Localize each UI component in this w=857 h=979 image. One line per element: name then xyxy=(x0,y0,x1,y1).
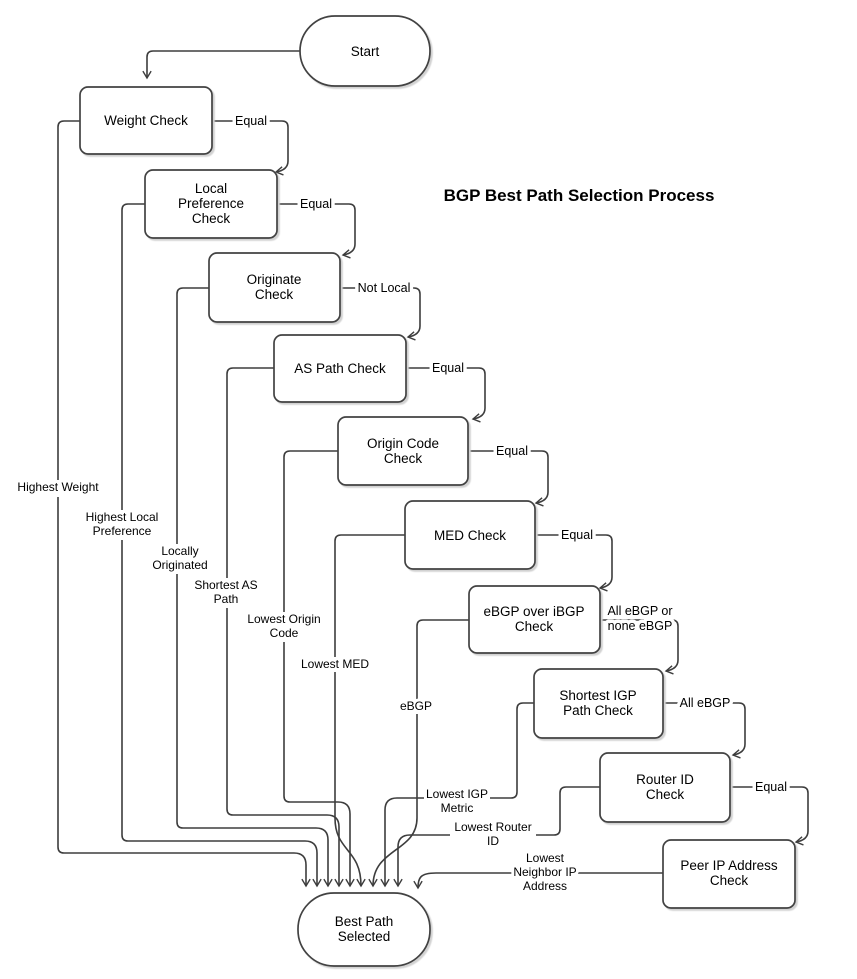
node-label-local-preference-check: Preference xyxy=(178,196,244,211)
winner-label-lowest-neighbor-ip: Address xyxy=(523,879,567,893)
node-label-router-id-check: Check xyxy=(646,787,685,802)
winner-label-lowest-med: Lowest MED xyxy=(301,657,369,671)
winner-label-lowest-neighbor-ip: Lowest xyxy=(526,851,565,865)
node-label-originate-check: Check xyxy=(255,287,294,302)
node-label-best-path-selected: Best Path xyxy=(335,914,394,929)
label-bg xyxy=(16,480,100,497)
edge-label-shortest-igp-all-ebgp: All eBGP xyxy=(680,696,731,710)
winner-label-highest-local-preference: Preference xyxy=(93,524,152,538)
edge-weight-to-best-path xyxy=(57,120,311,888)
node-label-router-id-check: Router ID xyxy=(636,772,694,787)
node-origin-code-check xyxy=(337,416,469,486)
node-med-check xyxy=(404,500,536,570)
node-weight-check xyxy=(79,86,213,155)
node-label-ebgp-over-ibgp-check: Check xyxy=(515,619,554,634)
node-label-start: Start xyxy=(351,44,380,59)
edge-label-as-path-equal: Equal xyxy=(432,361,464,375)
edge-as-path-to-best-path xyxy=(226,367,344,888)
node-label-shortest-igp-path-check: Shortest IGP xyxy=(559,688,636,703)
edge-label-originate-not-local: Not Local xyxy=(358,281,411,295)
node-as-path-check xyxy=(273,334,407,403)
node-label-originate-check: Originate xyxy=(247,272,302,287)
diagram-title: BGP Best Path Selection Process xyxy=(444,186,715,205)
edge-med-to-ebgp-over-ibgp xyxy=(535,534,613,592)
edge-label-all-ebgp-or-none: All eBGP or xyxy=(607,604,672,618)
edge-originate-to-as-path xyxy=(340,287,421,341)
edge-origin-code-to-med xyxy=(468,450,549,507)
label-bg xyxy=(512,851,578,895)
node-label-origin-code-check: Origin Code xyxy=(367,436,439,451)
node-start xyxy=(299,15,431,87)
edge-start-to-weight xyxy=(142,50,300,80)
edge-med-to-best-path xyxy=(334,534,405,888)
node-router-id-check xyxy=(599,752,731,823)
winner-label-lowest-origin-code: Lowest Origin xyxy=(247,612,320,626)
label-bg xyxy=(244,612,324,642)
winner-label-highest-weight: Highest Weight xyxy=(17,480,99,494)
node-label-peer-ip-address-check: Check xyxy=(710,873,749,888)
edge-label-weight-equal: Equal xyxy=(235,114,267,128)
edge-label-origin-code-equal: Equal xyxy=(496,444,528,458)
node-label-med-check: MED Check xyxy=(434,528,506,543)
edge-origin-code-to-best-path xyxy=(283,450,355,888)
edge-local-preference-to-originate xyxy=(277,203,356,259)
node-originate-check xyxy=(208,252,341,323)
winner-label-shortest-as-path: Path xyxy=(214,592,239,606)
edge-weight-to-local-preference xyxy=(212,120,289,176)
label-bg xyxy=(84,510,160,540)
node-best-path-selected xyxy=(297,892,431,967)
node-label-as-path-check: AS Path Check xyxy=(294,361,386,376)
node-label-shortest-igp-path-check: Path Check xyxy=(563,703,633,718)
node-label-local-preference-check: Local xyxy=(195,181,227,196)
node-label-local-preference-check: Check xyxy=(192,211,231,226)
label-bg xyxy=(399,699,433,714)
node-shortest-igp-path-check xyxy=(533,668,664,739)
node-label-ebgp-over-ibgp-check: eBGP over iBGP xyxy=(483,604,584,619)
edge-originate-to-best-path xyxy=(176,287,333,888)
edge-local-preference-to-best-path xyxy=(121,203,322,888)
winner-label-lowest-igp-metric: Lowest IGP xyxy=(426,787,488,801)
winner-label-lowest-igp-metric: Metric xyxy=(441,801,474,815)
winner-label-lowest-router-id: Lowest Router xyxy=(454,820,531,834)
winner-label-lowest-neighbor-ip: Neighbor IP xyxy=(513,865,576,879)
label-bg xyxy=(300,657,370,672)
edge-as-path-to-origin-code xyxy=(406,367,486,423)
winner-label-locally-originated: Originated xyxy=(152,558,207,572)
edge-peer-ip-to-best-path xyxy=(413,872,663,890)
label-bg xyxy=(424,787,490,817)
label-bg xyxy=(150,544,210,574)
edge-ebgp-over-ibgp-to-best-path xyxy=(368,619,469,888)
node-label-weight-check: Weight Check xyxy=(104,113,188,128)
edge-label-router-id-equal: Equal xyxy=(755,780,787,794)
edge-label-all-ebgp-or-none: none eBGP xyxy=(608,619,673,633)
node-local-preference-check xyxy=(144,169,278,239)
edge-shortest-igp-to-best-path xyxy=(380,702,534,888)
winner-label-highest-local-preference: Highest Local xyxy=(86,510,159,524)
node-label-peer-ip-address-check: Peer IP Address xyxy=(680,858,778,873)
winner-label-lowest-origin-code: Code xyxy=(270,626,299,640)
label-bg xyxy=(450,820,536,850)
edge-router-id-to-best-path xyxy=(393,786,600,888)
edge-ebgp-over-ibgp-to-shortest-igp xyxy=(600,619,679,675)
node-ebgp-over-ibgp-check xyxy=(468,585,601,654)
winner-label-ebgp: eBGP xyxy=(400,699,432,713)
edge-label-med-equal: Equal xyxy=(561,528,593,542)
edge-shortest-igp-to-router-id xyxy=(663,702,746,759)
winner-label-shortest-as-path: Shortest AS xyxy=(194,578,257,592)
node-label-best-path-selected: Selected xyxy=(338,929,391,944)
winner-label-lowest-router-id: ID xyxy=(487,834,499,848)
node-label-origin-code-check: Check xyxy=(384,451,423,466)
winner-label-locally-originated: Locally xyxy=(161,544,198,558)
label-bg xyxy=(192,578,260,608)
edge-router-id-to-peer-ip xyxy=(730,786,809,846)
edge-label-local-preference-equal: Equal xyxy=(300,197,332,211)
node-peer-ip-address-check xyxy=(662,839,796,909)
